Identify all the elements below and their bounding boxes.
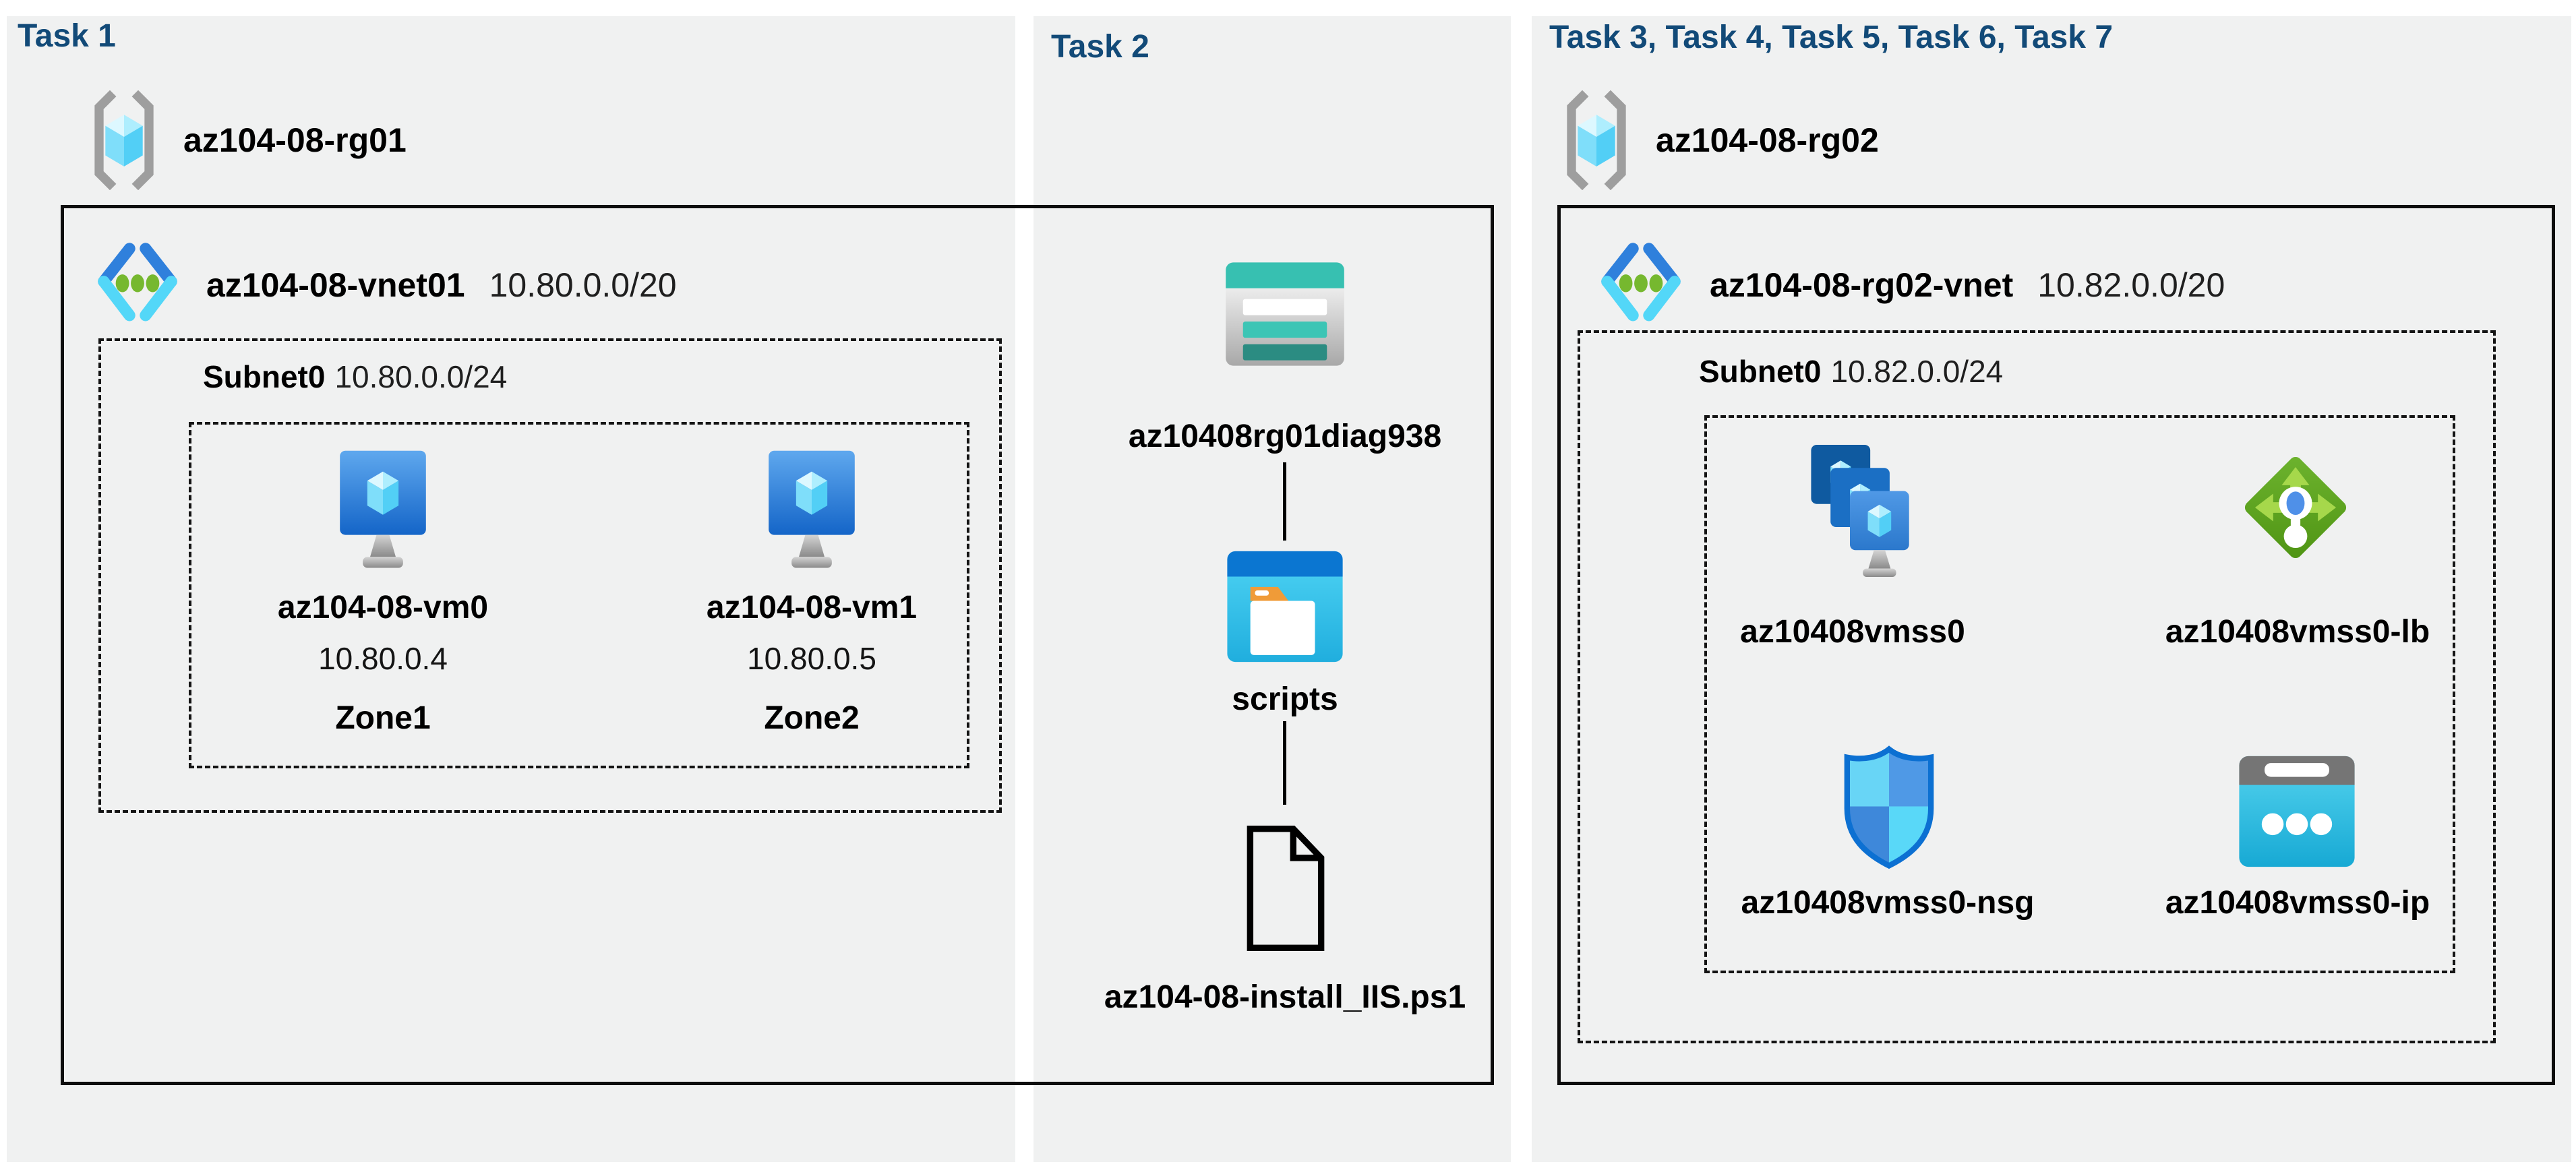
rg1-boundary-box	[61, 205, 1494, 1085]
subnet1-cidr: 10.80.0.0/24	[334, 359, 508, 394]
public-ip-icon	[2239, 756, 2355, 867]
connector-scripts-file	[1283, 721, 1286, 805]
resource-group-icon	[1567, 90, 1626, 190]
rg1-header: az104-08-rg01	[89, 90, 407, 190]
rg2-name: az104-08-rg02	[1656, 121, 1879, 159]
vnet2-header: az104-08-rg02-vnet 10.82.0.0/20	[1596, 237, 2225, 333]
load-balancer-icon	[2244, 456, 2347, 559]
vnet1-name: az104-08-vnet01	[206, 266, 465, 304]
vm1-name: az104-08-vm1	[706, 590, 918, 625]
vnet2-cidr: 10.82.0.0/20	[2037, 266, 2225, 304]
subnet1-name: Subnet0	[203, 359, 326, 394]
resource-group-icon	[94, 90, 154, 190]
vm1-zone: Zone2	[764, 700, 860, 736]
rg2-header: az104-08-rg02	[1561, 90, 1879, 190]
file-icon	[1247, 825, 1325, 952]
task3-7-title: Task 3, Task 4, Task 5, Task 6, Task 7	[1549, 20, 2114, 55]
blob-container-icon	[1227, 551, 1343, 663]
subnet2-cidr: 10.82.0.0/24	[1830, 354, 2004, 389]
rg2-boundary-box	[1557, 205, 2555, 1085]
vnet1-header: az104-08-vnet01 10.80.0.0/20	[93, 237, 677, 333]
task1-title: Task 1	[18, 18, 116, 54]
script-file-name: az104-08-install_IIS.ps1	[1104, 979, 1466, 1015]
resources-box	[1704, 415, 2455, 973]
nsg-name: az10408vmss0-nsg	[1741, 885, 2035, 921]
storage-account-name: az10408rg01diag938	[1128, 419, 1442, 454]
vm1-ip: 10.80.0.5	[747, 641, 876, 676]
vnet2-name: az104-08-rg02-vnet	[1710, 266, 2014, 304]
vm0-ip: 10.80.0.4	[318, 641, 448, 676]
container-name: scripts	[1232, 681, 1338, 717]
storage-account-icon	[1226, 262, 1344, 366]
subnet2-name: Subnet0	[1699, 354, 1822, 389]
virtual-machine-icon	[340, 450, 426, 568]
nsg-shield-icon	[1844, 745, 1934, 869]
zones-box	[189, 422, 969, 768]
vm0-zone: Zone1	[335, 700, 431, 736]
rg1-name: az104-08-rg01	[183, 121, 407, 159]
subnet2-box	[1578, 330, 2496, 1043]
lb-name: az10408vmss0-lb	[2165, 614, 2430, 650]
public-ip-name: az10408vmss0-ip	[2165, 885, 2430, 921]
vm-scale-set-icon	[1811, 445, 1909, 577]
connector-storage-scripts	[1283, 462, 1286, 541]
vm0-name: az104-08-vm0	[277, 590, 489, 625]
subnet1-box	[98, 338, 1002, 813]
vnet1-cidr: 10.80.0.0/20	[489, 266, 677, 304]
virtual-network-icon	[98, 243, 177, 321]
vmss-name: az10408vmss0	[1740, 614, 1965, 650]
virtual-machine-icon	[769, 450, 855, 568]
virtual-network-icon	[1601, 243, 1681, 321]
task2-title: Task 2	[1051, 29, 1149, 65]
